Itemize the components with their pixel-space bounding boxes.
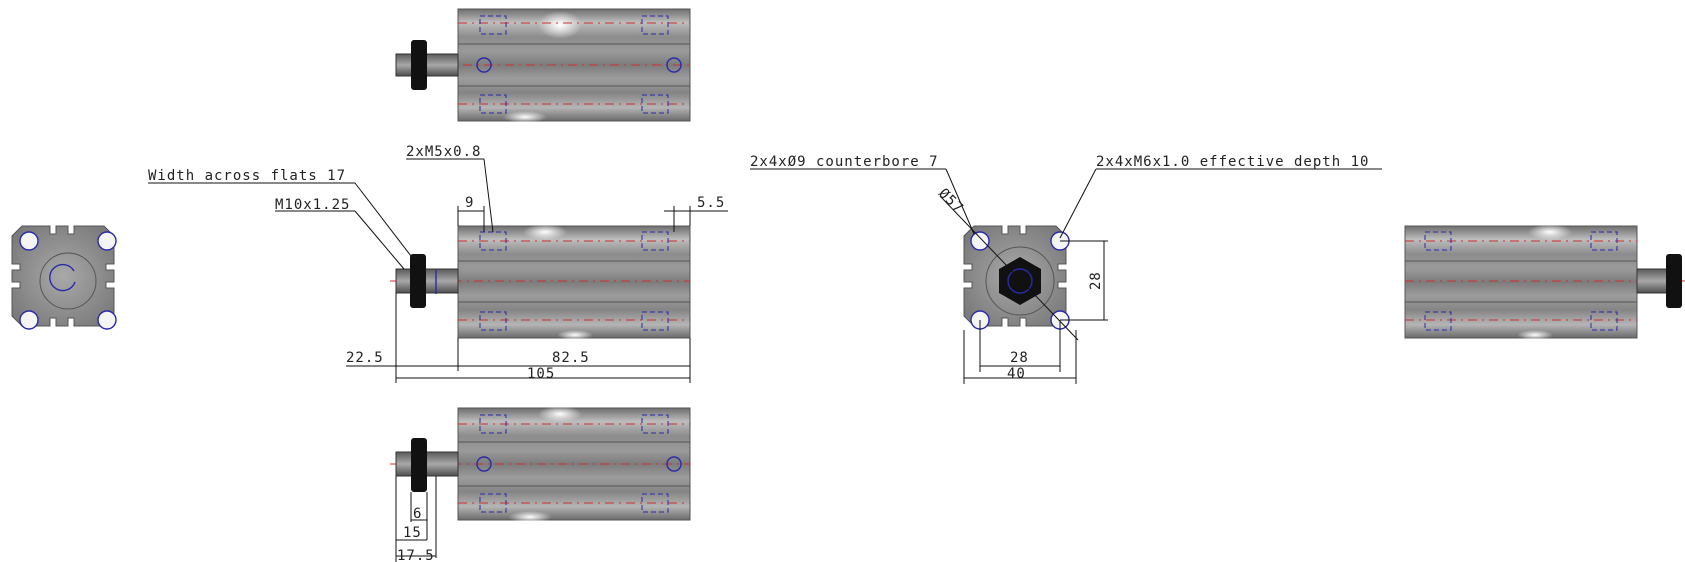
- front-view: [390, 224, 691, 340]
- cylinder-body: [1404, 225, 1638, 339]
- callout-width-across-flats: Width across flats 17: [148, 168, 346, 184]
- dim-nut-thickness: 6: [413, 506, 422, 522]
- highlight: [523, 224, 567, 240]
- callout-rod-thread: M10x1.25: [275, 197, 350, 213]
- dim-end-offset: 5.5: [697, 195, 725, 211]
- highlight: [503, 111, 547, 123]
- callout-mount-thread: 2x4xM6x1.0 effective depth 10: [1096, 154, 1369, 170]
- rod-nut: [410, 254, 426, 308]
- dim-overall-length: 105: [527, 366, 555, 382]
- bottom-view-dimensions: 6 15 17.5: [395, 476, 437, 562]
- piston-rod: [395, 268, 459, 294]
- cylinder-body: [457, 225, 691, 339]
- highlight: [538, 406, 582, 422]
- dim-hole-pitch-horizontal: 28: [1010, 350, 1029, 366]
- highlight: [557, 330, 593, 340]
- dim-body-width: 40: [1007, 366, 1026, 382]
- dim-hole-pitch-vertical: 28: [1088, 271, 1104, 290]
- dim-rod-to-body: 17.5: [397, 548, 435, 562]
- front-view-dimensions: Width across flats 17 M10x1.25 2xM5x0.8 …: [148, 144, 728, 383]
- dim-rod-extension: 22.5: [346, 350, 384, 366]
- dim-diameter: Ø57: [935, 186, 966, 217]
- callout-counterbore: 2x4xØ9 counterbore 7: [750, 154, 939, 170]
- callout-side-ports: 2xM5x0.8: [406, 144, 481, 160]
- rod-nut: [411, 438, 427, 492]
- top-view: [395, 8, 691, 123]
- highlight: [1517, 330, 1553, 340]
- rod-nut: [411, 40, 427, 90]
- bottom-view: [390, 406, 691, 523]
- rod-nut: [1666, 254, 1682, 308]
- highlight: [1528, 224, 1572, 240]
- left-end-view: [11, 225, 117, 330]
- end-view-dimensions: 2x4xØ9 counterbore 7 2x4xM6x1.0 effectiv…: [750, 154, 1382, 384]
- highlight: [538, 11, 582, 39]
- highlight: [508, 511, 552, 523]
- right-view: [1404, 224, 1685, 340]
- dim-port-offset: 9: [465, 195, 474, 211]
- dim-rod-to-nut: 15: [403, 525, 422, 541]
- dim-body-length: 82.5: [552, 350, 590, 366]
- bore-arc: [49, 263, 76, 292]
